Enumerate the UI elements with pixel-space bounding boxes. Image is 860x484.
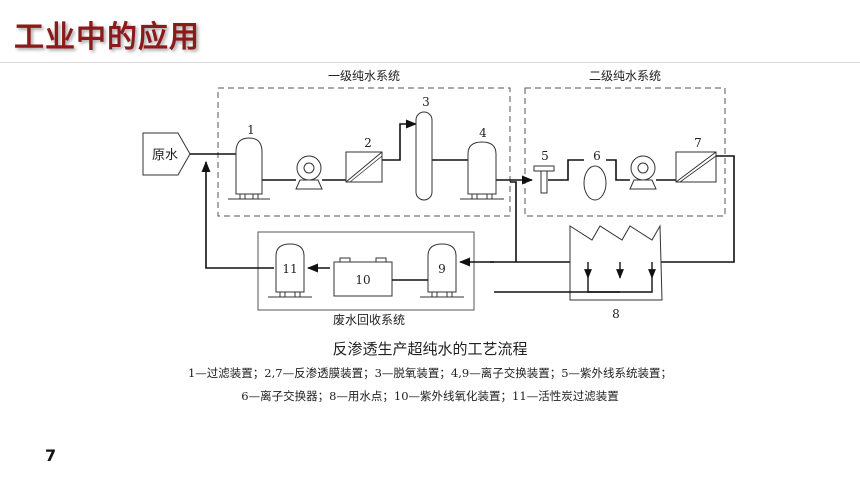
uv-oxidation-10 (333, 257, 393, 297)
slide-title: 工业中的应用 (14, 20, 200, 55)
raw-water-source (142, 132, 191, 176)
secondary-system-label: 二级纯水系统 (589, 69, 661, 83)
uv-system-5 (533, 165, 555, 194)
ro-membrane-7 (675, 151, 717, 183)
primary-system-label: 一级纯水系统 (328, 69, 400, 83)
secondary-system-boundary (524, 87, 726, 217)
ion-exchanger-6 (583, 165, 607, 201)
ro-membrane-2 (345, 151, 383, 183)
label-1: 1 (247, 123, 255, 137)
label-5: 5 (541, 149, 549, 163)
recycle-system-boundary (257, 231, 475, 311)
primary-flow-lines (190, 119, 534, 185)
label-11: 11 (282, 262, 297, 276)
ion-exchange-4 (460, 141, 504, 200)
label-10: 10 (355, 273, 370, 287)
ion-exchange-9 (420, 243, 464, 298)
label-7: 7 (694, 136, 702, 150)
recycle-system-label: 废水回收系统 (333, 312, 405, 327)
pump-secondary (629, 155, 657, 190)
filter-unit-1 (228, 137, 270, 200)
label-3: 3 (422, 95, 430, 109)
point-of-use-8 (569, 224, 663, 301)
primary-system-boundary (217, 87, 511, 217)
raw-water-label: 原水 (152, 148, 178, 163)
pump-primary (295, 155, 323, 190)
label-2: 2 (364, 136, 372, 150)
activated-carbon-11 (268, 243, 312, 298)
label-4: 4 (479, 126, 487, 140)
return-flow-lines (201, 160, 620, 293)
diagram-caption: 反渗透生产超纯水的工艺流程 (332, 340, 528, 358)
deoxygenation-column-3 (415, 111, 433, 201)
label-6: 6 (593, 149, 601, 163)
legend-line-1: 1—过滤装置；2,7—反渗透膜装置；3—脱氧装置；4,9—离子交换装置；5—紫外… (187, 366, 673, 380)
legend-line-2: 6—离子交换器；8—用水点；10—紫外线氧化装置；11—活性炭过滤装置 (241, 389, 619, 403)
label-8: 8 (612, 307, 620, 321)
title-divider (0, 62, 860, 63)
label-9: 9 (438, 262, 446, 276)
page-number: 7 (45, 446, 57, 465)
